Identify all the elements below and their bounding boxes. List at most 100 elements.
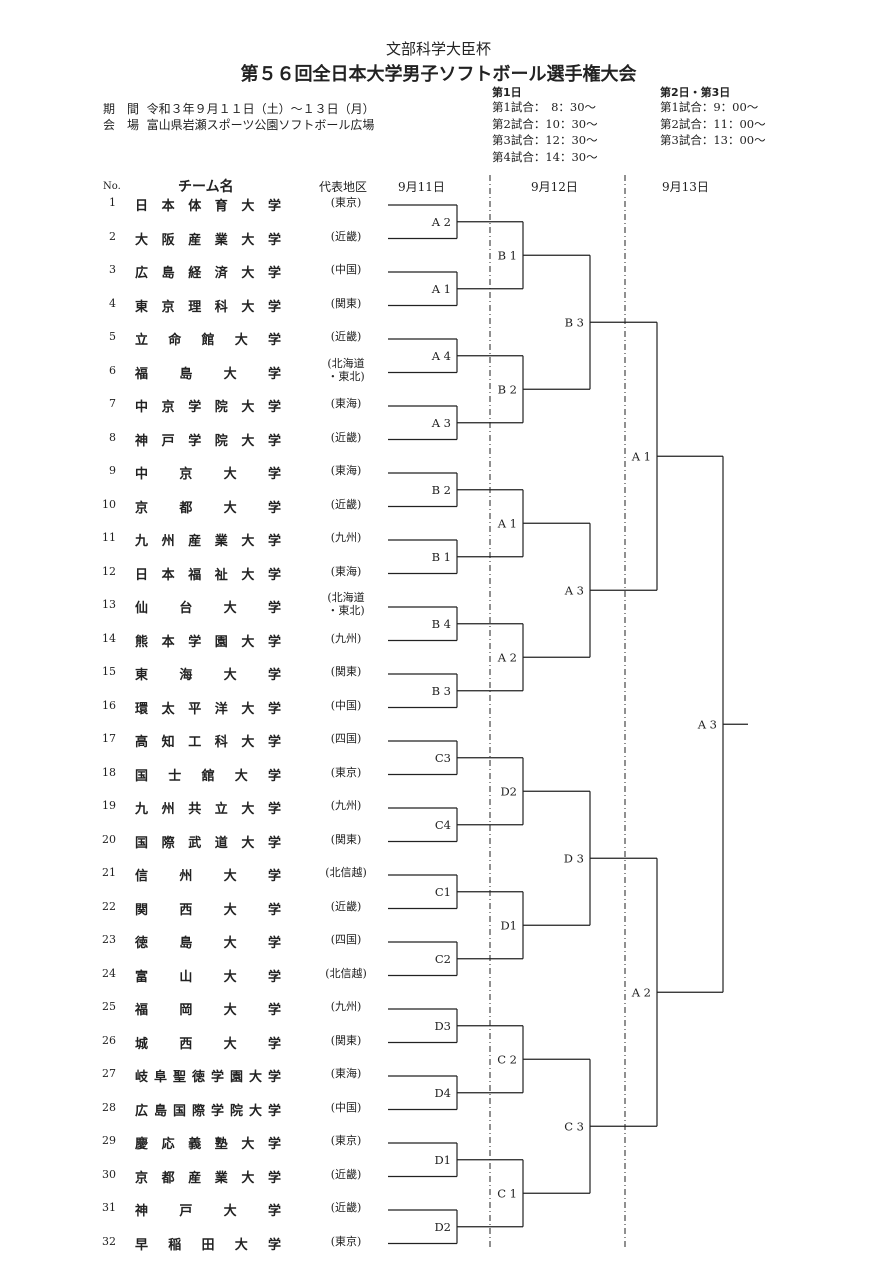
day1-schedule: 第1試合： 8：30～ 第2試合：10：30～ 第3試合：12：30～ 第4試合… bbox=[492, 99, 598, 165]
col-day2-header: 9月12日 bbox=[531, 180, 578, 194]
schedule-line: 第4試合：14：30～ bbox=[492, 149, 598, 164]
team-region: (近畿) bbox=[330, 430, 362, 444]
match-label: C 1 bbox=[497, 1186, 517, 1200]
team-region: (北海道・東北) bbox=[327, 356, 365, 383]
team-name: 中京学院大学 bbox=[135, 400, 295, 415]
match-label: A 3 bbox=[564, 583, 584, 597]
team-region: (近畿) bbox=[330, 1201, 362, 1214]
team-name: 城西大学 bbox=[135, 1036, 313, 1052]
period-label: 期 間 bbox=[103, 102, 140, 116]
match-label: B 1 bbox=[432, 550, 451, 564]
team-name: 京都大学 bbox=[135, 500, 313, 516]
team-number: 6 bbox=[109, 363, 116, 377]
period-value: 令和３年９月１１日（土）～１３日（月） bbox=[146, 102, 375, 116]
match-label: A 4 bbox=[431, 349, 451, 363]
venue-row: 会 場 富山県岩瀬スポーツ公園ソフトボール広場 bbox=[103, 116, 374, 133]
schedule-line: 第2試合：10：30～ bbox=[492, 116, 598, 131]
team-number: 20 bbox=[102, 832, 116, 846]
team-number: 7 bbox=[109, 397, 116, 410]
team-number: 19 bbox=[102, 799, 116, 812]
team-name: 東海大学 bbox=[135, 668, 313, 683]
match-label: B 1 bbox=[498, 248, 517, 262]
team-name: 国際武道大学 bbox=[135, 835, 295, 851]
match-label: D2 bbox=[434, 1220, 451, 1234]
team-name: 岐阜聖徳学園大学 bbox=[135, 1070, 288, 1085]
team-number: 1 bbox=[109, 196, 116, 209]
match-label: B 3 bbox=[432, 684, 451, 698]
team-region: (東京) bbox=[330, 1134, 362, 1147]
team-region: (北信越) bbox=[325, 966, 367, 980]
match-label: D2 bbox=[500, 784, 517, 798]
match-label: D 3 bbox=[564, 851, 584, 865]
schedule-line: 第3試合：13：00～ bbox=[660, 133, 766, 147]
team-number: 23 bbox=[102, 933, 116, 946]
match-label: B 3 bbox=[565, 315, 584, 329]
team-name: 九州共立大学 bbox=[135, 802, 295, 817]
team-number: 32 bbox=[102, 1234, 116, 1248]
col-team-header: チーム名 bbox=[178, 179, 234, 195]
team-region: (中国) bbox=[330, 698, 362, 712]
day1-schedule-title: 第1日 bbox=[492, 86, 522, 99]
col-day3-header: 9月13日 bbox=[662, 180, 709, 194]
cup-title: 文部科学大臣杯 bbox=[385, 40, 491, 58]
match-label: B 2 bbox=[498, 382, 517, 396]
match-label: C4 bbox=[435, 818, 451, 832]
team-name: 京都産業大学 bbox=[135, 1170, 295, 1186]
col-no-header: No. bbox=[103, 181, 121, 192]
team-region: (東海) bbox=[330, 1067, 362, 1080]
match-label: C 2 bbox=[497, 1052, 517, 1066]
team-number: 27 bbox=[102, 1067, 116, 1080]
team-number: 3 bbox=[109, 263, 116, 276]
team-number: 15 bbox=[102, 665, 116, 678]
team-number: 21 bbox=[102, 866, 116, 879]
team-number: 26 bbox=[102, 1033, 116, 1047]
team-name: 日本体育大学 bbox=[135, 199, 295, 214]
match-label: D3 bbox=[434, 1019, 451, 1033]
team-name: 環太平洋大学 bbox=[135, 701, 295, 717]
team-name: 神戸大学 bbox=[135, 1204, 313, 1219]
team-number: 9 bbox=[109, 464, 116, 477]
team-number: 5 bbox=[109, 330, 116, 343]
match-label: A 2 bbox=[431, 215, 451, 229]
team-region: (北信越) bbox=[325, 866, 367, 879]
team-name: 慶応義塾大学 bbox=[135, 1137, 295, 1152]
team-region: (近畿) bbox=[330, 330, 362, 343]
match-label: A 3 bbox=[697, 717, 717, 731]
team-region: (九州) bbox=[330, 799, 362, 812]
tournament-title: 第５６回全日本大学男子ソフトボール選手権大会 bbox=[240, 64, 637, 85]
team-number: 22 bbox=[102, 899, 116, 913]
team-region: (近畿) bbox=[330, 229, 362, 243]
col-region-header: 代表地区 bbox=[319, 180, 368, 194]
team-name: 広島国際学院大学 bbox=[135, 1103, 288, 1119]
team-number: 12 bbox=[102, 564, 116, 578]
match-label: A 2 bbox=[497, 650, 517, 664]
match-label: C1 bbox=[435, 885, 451, 899]
match-label: D1 bbox=[434, 1153, 451, 1167]
day23-schedule: 第1試合：9：00～ 第2試合：11：00～ 第3試合：13：00～ bbox=[660, 99, 766, 149]
schedule-line: 第1試合：9：00～ bbox=[660, 100, 759, 114]
team-name: 神戸学院大学 bbox=[135, 433, 295, 449]
team-number: 29 bbox=[102, 1134, 116, 1147]
team-region: (北海道・東北) bbox=[327, 591, 365, 617]
team-region: (東海) bbox=[330, 464, 362, 477]
team-number: 30 bbox=[102, 1167, 116, 1181]
team-region: (近畿) bbox=[330, 899, 362, 913]
team-name: 東京理科大学 bbox=[135, 299, 295, 315]
team-name: 関西大学 bbox=[135, 902, 313, 918]
team-number: 25 bbox=[102, 1000, 116, 1013]
match-label: A 3 bbox=[431, 416, 451, 430]
team-region: (関東) bbox=[330, 832, 362, 846]
match-label: B 4 bbox=[432, 617, 451, 631]
team-number: 4 bbox=[109, 296, 116, 310]
team-name: 大阪産業大学 bbox=[135, 232, 295, 248]
team-region: (四国) bbox=[330, 732, 362, 745]
match-label: C2 bbox=[435, 952, 451, 966]
match-label: D1 bbox=[500, 918, 517, 932]
team-name: 仙台大学 bbox=[135, 601, 313, 616]
day23-schedule-title: 第2日・第3日 bbox=[660, 86, 731, 99]
team-region: (近畿) bbox=[330, 1167, 362, 1181]
col-day1-header: 9月11日 bbox=[398, 180, 445, 194]
venue-value: 富山県岩瀬スポーツ公園ソフトボール広場 bbox=[146, 118, 375, 132]
team-number: 2 bbox=[109, 229, 116, 243]
